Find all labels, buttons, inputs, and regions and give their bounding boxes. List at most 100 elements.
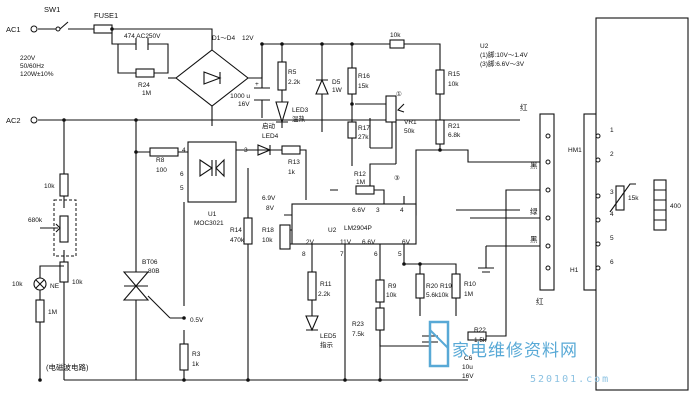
label-r12-value: 1M bbox=[356, 179, 365, 186]
label-c6-value: 10u bbox=[462, 364, 473, 371]
labels: SW1 FUSE1 AC1 AC2 220V 50/60Hz 120W±10% … bbox=[6, 5, 681, 380]
label-r5-value: 2.2k bbox=[288, 79, 301, 86]
label-sw1: SW1 bbox=[44, 5, 60, 14]
label-r21: R21 bbox=[448, 123, 460, 130]
label-r13: R13 bbox=[288, 159, 300, 166]
label-r5: R5 bbox=[288, 69, 297, 76]
label-wire-black: 黑 bbox=[530, 161, 538, 170]
label-vr1: VR1 bbox=[404, 119, 417, 126]
label-r24: R24 bbox=[138, 82, 150, 89]
label-wire-red-top: 红 bbox=[520, 102, 528, 112]
label-hm1: HM1 bbox=[568, 147, 582, 154]
label-u2-pin7: 7 bbox=[340, 251, 344, 258]
label-fuse: FUSE1 bbox=[94, 11, 118, 20]
label-mains-power: 120W±10% bbox=[20, 71, 54, 78]
label-conn-1: 1 bbox=[610, 127, 614, 134]
label-r9-value: 10k bbox=[386, 292, 397, 299]
label-led3: LED3 bbox=[292, 107, 309, 114]
label-wire-green: 绿 bbox=[530, 207, 538, 216]
junctions bbox=[30, 25, 601, 382]
label-r18: R18 bbox=[262, 227, 274, 234]
label-conn-3: 3 bbox=[610, 189, 614, 196]
label-r20: R20 bbox=[426, 283, 438, 290]
watermark-url: 520101.com bbox=[530, 374, 610, 385]
label-6.6v-top: 6.6V bbox=[352, 207, 366, 214]
label-r15: R15 bbox=[448, 71, 460, 78]
label-cap474: 474 AC250V bbox=[124, 33, 161, 40]
label-c6: C6 bbox=[464, 355, 473, 362]
label-conn-5: 5 bbox=[610, 235, 614, 242]
label-u2-note: U2 bbox=[480, 43, 489, 50]
label-r11: R11 bbox=[320, 281, 332, 288]
label-r24-value: 1M bbox=[142, 90, 151, 97]
label-r3-value: 1k bbox=[192, 361, 200, 368]
label-r14: R14 bbox=[230, 227, 242, 234]
label-12v: 12V bbox=[242, 35, 254, 42]
label-r15-value: 10k bbox=[448, 81, 459, 88]
label-pin-4: 4 bbox=[182, 147, 186, 154]
label-r12: R12 bbox=[354, 171, 366, 178]
label-r23-value: 7.5k bbox=[352, 331, 365, 338]
diagram-caption: (电磁波电路) bbox=[46, 362, 89, 372]
label-led3-text: 温热 bbox=[292, 114, 306, 123]
label-u2-pin8: 8 bbox=[302, 251, 306, 258]
label-r17-value: 27k bbox=[358, 134, 369, 141]
label-r16: R16 bbox=[358, 73, 370, 80]
label-u1-part: MOC3021 bbox=[194, 220, 224, 227]
label-10k-b: 10k bbox=[12, 281, 23, 288]
label-1m: 1M bbox=[48, 309, 57, 316]
label-conn-2: 2 bbox=[610, 151, 614, 158]
label-mains-voltage: 220V bbox=[20, 55, 36, 62]
label-r22-value: 1.5k bbox=[474, 337, 487, 344]
label-ac2: AC2 bbox=[6, 116, 21, 125]
label-8v: 8V bbox=[266, 205, 275, 212]
label-6.9v: 6.9V bbox=[262, 195, 276, 202]
label-u2-note-pin1: (1)脚:10V～1.4V bbox=[480, 50, 528, 59]
label-10k-a: 10k bbox=[44, 183, 55, 190]
watermark: 家电维修资料网 520101.com bbox=[428, 320, 610, 385]
label-u1: U1 bbox=[208, 211, 217, 218]
label-thermistor: 15k bbox=[628, 195, 639, 202]
label-r8: R8 bbox=[156, 157, 165, 164]
label-r20-value: 5.6k bbox=[426, 292, 439, 299]
components: + bbox=[33, 17, 689, 391]
label-c1000-value: 1000 u bbox=[230, 93, 250, 100]
label-6.6v-bottom: 6.6V bbox=[362, 239, 376, 246]
label-h1: H1 bbox=[570, 267, 579, 274]
label-680k: 680k bbox=[28, 217, 43, 224]
label-c1000-voltage: 16V bbox=[238, 101, 250, 108]
label-conn-6: 6 bbox=[610, 259, 614, 266]
label-r10k-top: 10k bbox=[390, 32, 401, 39]
label-bt06: BT06 bbox=[142, 259, 158, 266]
label-r13-value: 1k bbox=[288, 169, 296, 176]
label-u2-note-pin3: (3)脚:6.6V～3V bbox=[480, 59, 525, 68]
label-r3: R3 bbox=[192, 351, 201, 358]
label-r8-value: 100 bbox=[156, 167, 167, 174]
label-r10: R10 bbox=[464, 281, 476, 288]
label-wire-red-bottom: 红 bbox=[536, 296, 544, 306]
label-r16-value: 15k bbox=[358, 83, 369, 90]
label-r22: R22 bbox=[474, 327, 486, 334]
label-node1: ① bbox=[396, 90, 402, 98]
label-r19: R19 bbox=[440, 283, 452, 290]
label-u2-part: LM2904P bbox=[344, 225, 372, 232]
label-u2-pin5: 5 bbox=[398, 251, 402, 258]
label-d5: D5 bbox=[332, 79, 341, 86]
label-wire-black-bottom: 黑 bbox=[530, 235, 538, 244]
label-bridge: D1～D4 bbox=[212, 35, 236, 42]
label-u2-pin4: 4 bbox=[400, 207, 404, 214]
label-startup: 启动 bbox=[262, 121, 276, 130]
label-conn-4: 4 bbox=[610, 211, 614, 218]
label-u2: U2 bbox=[328, 227, 337, 234]
watermark-site-name: 家电维修资料网 bbox=[452, 341, 578, 361]
label-mains-freq: 50/60Hz bbox=[20, 63, 44, 70]
label-ac1: AC1 bbox=[6, 25, 21, 34]
label-r23: R23 bbox=[352, 321, 364, 328]
label-r18-value: 10k bbox=[262, 237, 273, 244]
label-heater: 400 bbox=[670, 203, 681, 210]
label-bt06-part: 80B bbox=[148, 268, 160, 275]
label-led5: LED5 bbox=[320, 333, 337, 340]
label-0.5v: 0.5V bbox=[190, 317, 204, 324]
label-r11-value: 2.2k bbox=[318, 291, 331, 298]
label-r19-value: 10k bbox=[438, 292, 449, 299]
